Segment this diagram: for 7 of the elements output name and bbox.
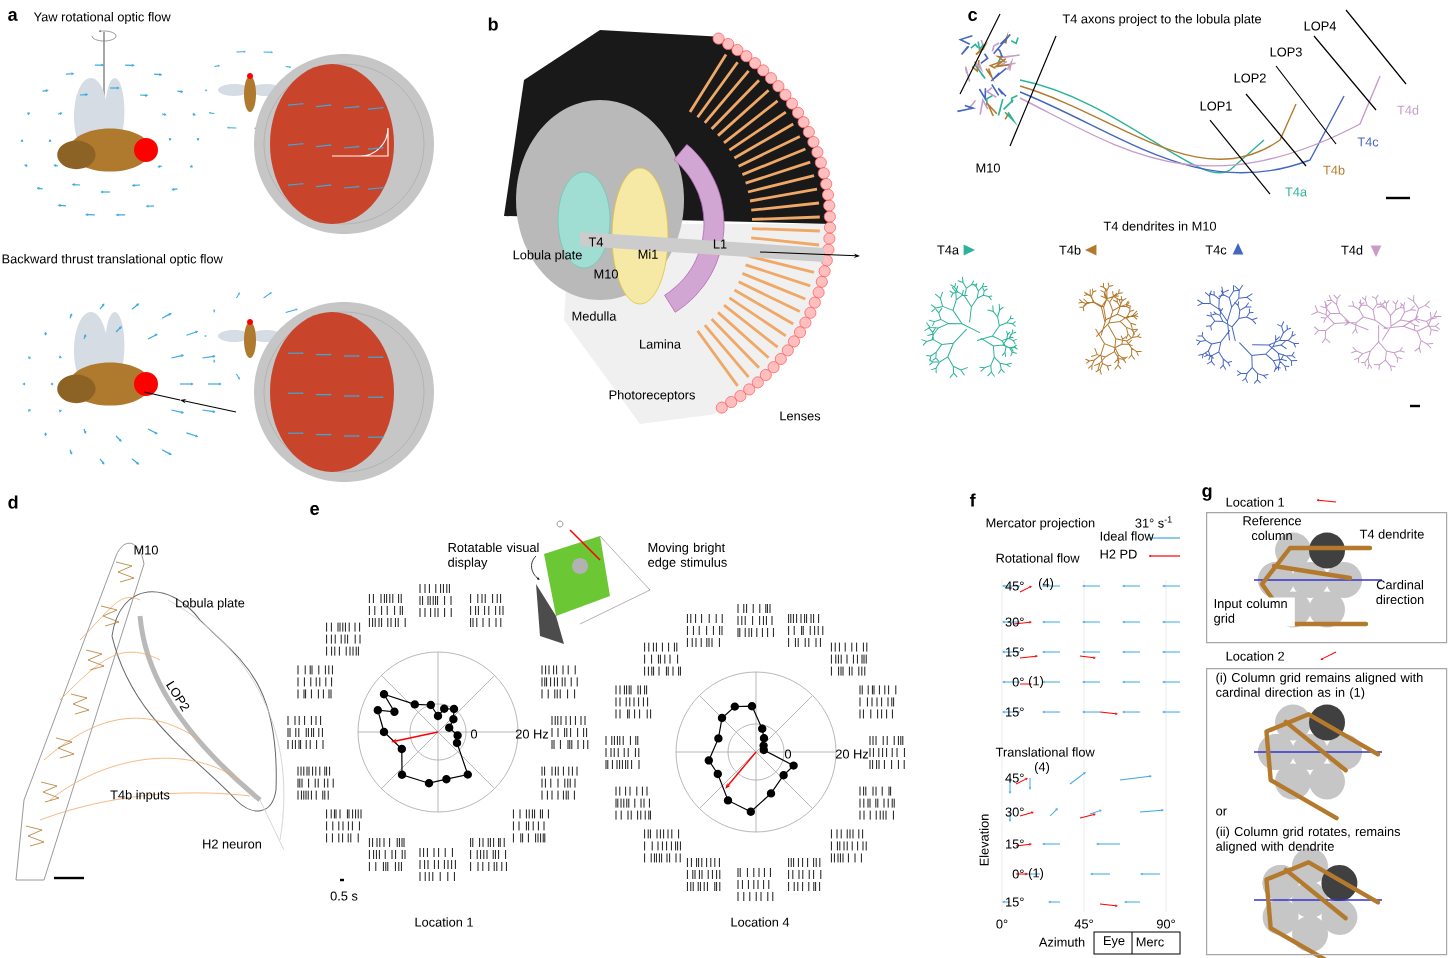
panel-letter: d xyxy=(8,495,18,509)
panel-letter: a xyxy=(8,11,18,21)
panel-letter: c xyxy=(968,11,978,21)
panel-letter: f xyxy=(969,493,976,507)
panel-letter: b xyxy=(488,17,498,31)
panel-letter: e xyxy=(310,505,319,515)
panel-letter: g xyxy=(1202,487,1212,501)
